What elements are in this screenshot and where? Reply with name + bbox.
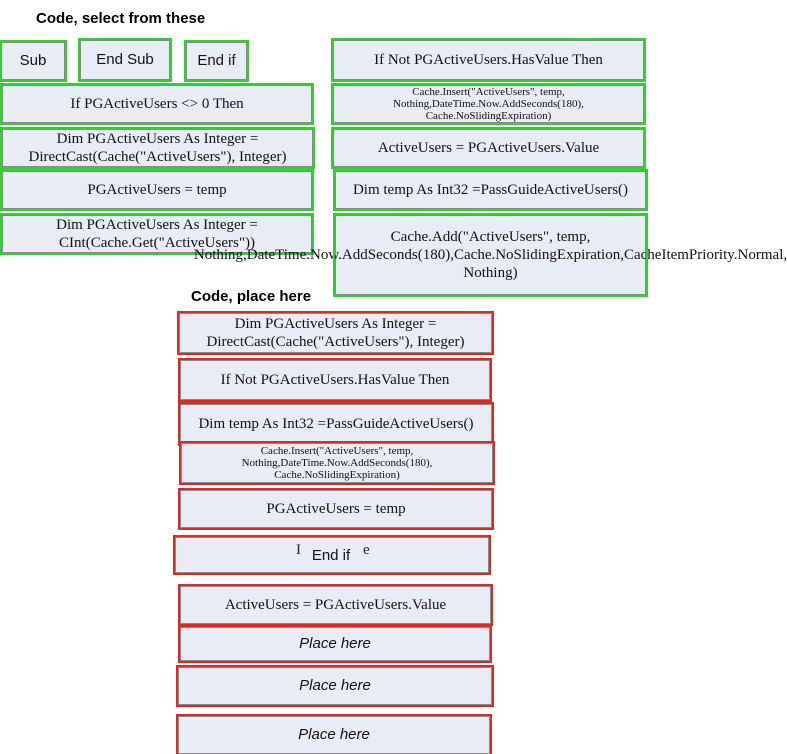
- placed-end-if-chip[interactable]: End if: [302, 538, 360, 572]
- source-item-cache-insert[interactable]: Cache.Insert("ActiveUsers", temp, Nothin…: [331, 83, 646, 125]
- target-slot-1[interactable]: Dim PGActiveUsers As Integer = DirectCas…: [177, 311, 494, 355]
- select-heading: Code, select from these: [36, 10, 206, 27]
- target-slot-8[interactable]: Place here: [178, 625, 492, 663]
- source-item-assign-temp[interactable]: PGActiveUsers = temp: [0, 169, 314, 211]
- covered-slot-text-right: e: [363, 542, 370, 558]
- target-slot-2[interactable]: If Not PGActiveUsers.HasValue Then: [178, 358, 492, 402]
- source-item-end-sub[interactable]: End Sub: [78, 38, 172, 82]
- target-slot-4[interactable]: Cache.Insert("ActiveUsers", temp, Nothin…: [179, 441, 495, 485]
- source-item-end-if[interactable]: End if: [184, 40, 249, 82]
- source-item-cache-add[interactable]: Cache.Add("ActiveUsers", temp, Nothing,D…: [194, 213, 787, 297]
- source-item-if-not-has-value[interactable]: If Not PGActiveUsers.HasValue Then: [331, 38, 646, 82]
- source-item-sub[interactable]: Sub: [0, 40, 67, 82]
- place-heading: Code, place here: [191, 288, 312, 305]
- source-item-dim-directcast[interactable]: Dim PGActiveUsers As Integer = DirectCas…: [0, 127, 315, 169]
- target-slot-5[interactable]: PGActiveUsers = temp: [178, 488, 494, 530]
- target-slot-10[interactable]: Place here: [176, 714, 492, 754]
- covered-slot-text-left: I: [296, 542, 301, 558]
- target-slot-7[interactable]: ActiveUsers = PGActiveUsers.Value: [178, 584, 493, 626]
- target-slot-3[interactable]: Dim temp As Int32 =PassGuideActiveUsers(…: [178, 402, 494, 446]
- source-item-active-users-value[interactable]: ActiveUsers = PGActiveUsers.Value: [331, 127, 646, 169]
- source-item-dim-cint[interactable]: Dim PGActiveUsers As Integer = CInt(Cach…: [0, 213, 314, 255]
- target-slot-9[interactable]: Place here: [176, 665, 494, 707]
- source-item-dim-temp[interactable]: Dim temp As Int32 =PassGuideActiveUsers(…: [333, 169, 648, 211]
- source-item-if-not-zero[interactable]: If PGActiveUsers <> 0 Then: [0, 83, 314, 125]
